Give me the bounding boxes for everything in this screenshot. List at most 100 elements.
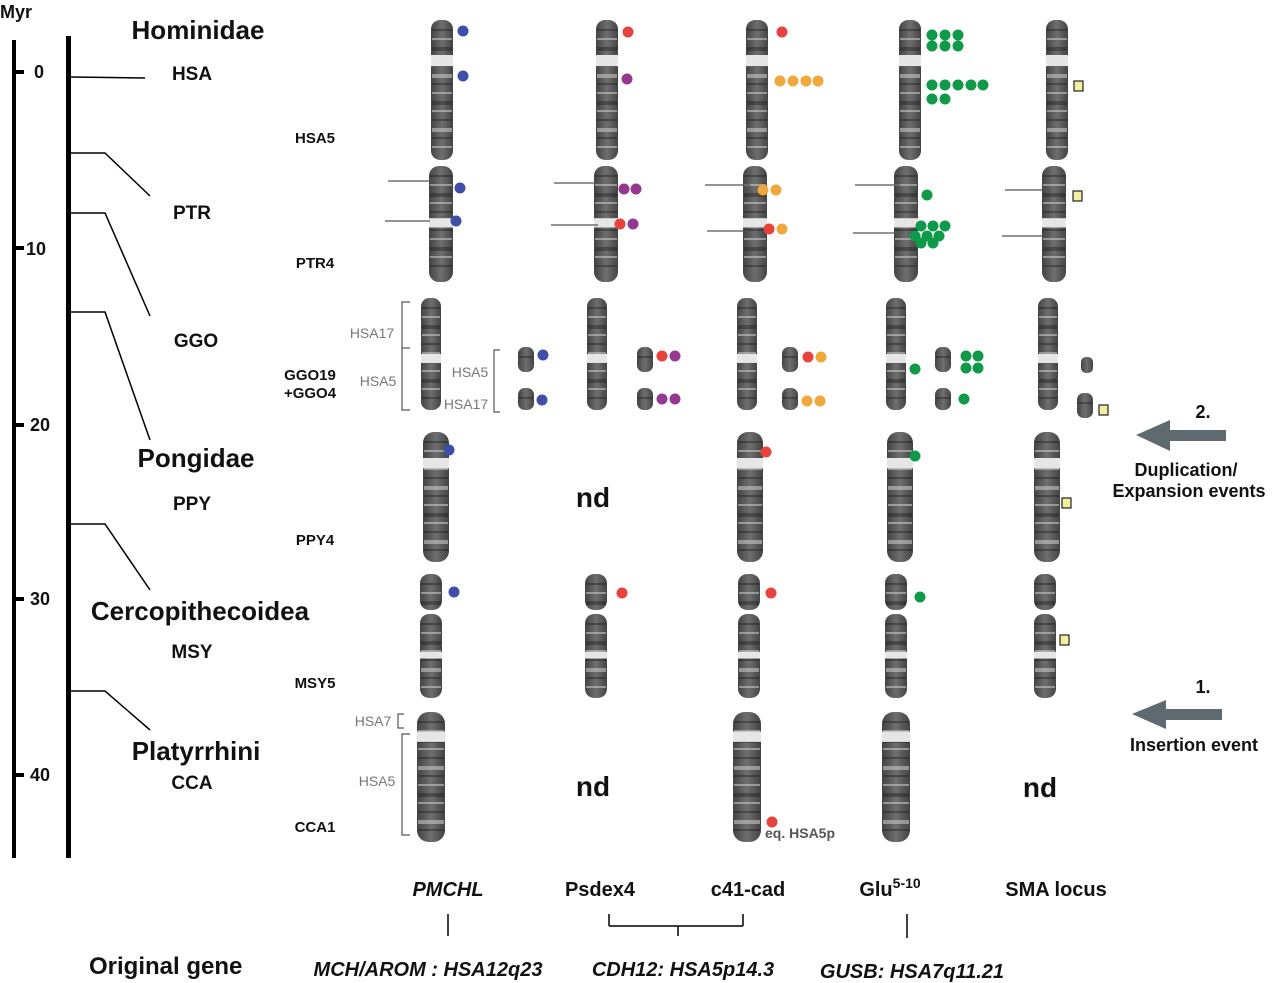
species-label-ggo: GGO bbox=[174, 331, 218, 352]
pmchl-signal bbox=[537, 349, 549, 361]
row-label-hsa5: HSA5 bbox=[295, 130, 335, 147]
psdex4-signal bbox=[616, 587, 628, 599]
chromosome-msy5 bbox=[885, 574, 907, 610]
chromosome-msy5 bbox=[885, 614, 907, 698]
probe-label-glu: Glu5-10 bbox=[859, 875, 921, 901]
glu-signal bbox=[939, 29, 951, 41]
fish-signals bbox=[443, 25, 1109, 828]
glu-signal bbox=[960, 350, 972, 362]
left-arrow-icon bbox=[1136, 420, 1226, 451]
chromosome-msy5 bbox=[420, 574, 442, 610]
row-label-ggo19: GGO19 bbox=[284, 367, 336, 384]
axis-tick bbox=[16, 423, 24, 427]
axis-tick bbox=[16, 773, 24, 777]
axis-tick bbox=[16, 246, 24, 250]
chromosome-ggo-small bbox=[1077, 393, 1093, 418]
original-gene-label: Original gene bbox=[89, 953, 242, 980]
chromosome-ggo19-ggo4 bbox=[587, 298, 607, 410]
bracket-annotations bbox=[397, 301, 500, 836]
glu-signal bbox=[926, 79, 938, 91]
axis-tick-label: 10 bbox=[26, 239, 46, 259]
glu-signal bbox=[915, 237, 927, 249]
tree-branch-platyrrhini bbox=[71, 690, 151, 731]
chromosome-cca1 bbox=[417, 712, 445, 842]
original-gene-3: GUSB: HSA7q11.21 bbox=[820, 961, 1004, 983]
chromosome-msy5 bbox=[1034, 574, 1056, 610]
chromosome-hsa5 bbox=[899, 20, 921, 160]
not-determined-marks: nd nd nd bbox=[576, 482, 1057, 803]
glu-signal bbox=[914, 591, 926, 603]
glu-signal bbox=[952, 29, 964, 41]
glu-signal bbox=[965, 79, 977, 91]
probe-labels: PMCHL Psdex4 c41-cad Glu5-10 SMA locus bbox=[412, 875, 1106, 901]
psdex4-signal bbox=[669, 350, 681, 362]
c41cad-signal bbox=[760, 446, 772, 458]
chromosome-ppy4 bbox=[737, 432, 763, 562]
chromosome-cca1 bbox=[882, 712, 910, 842]
tree-branch-hsa bbox=[70, 76, 146, 79]
chromosome-hsa5 bbox=[596, 20, 618, 160]
glu-signal bbox=[958, 393, 970, 405]
glu-signal bbox=[926, 93, 938, 105]
c41cad-signal bbox=[800, 75, 812, 87]
chromosome-msy5 bbox=[1034, 614, 1056, 698]
glu-signal bbox=[909, 450, 921, 462]
axis-tick bbox=[16, 597, 24, 601]
psdex4-signal bbox=[622, 26, 634, 38]
chromosome-ggo-small bbox=[935, 347, 951, 372]
nd-label: nd bbox=[576, 771, 610, 802]
axis-tick-label: 40 bbox=[30, 765, 50, 785]
psdex4-signal bbox=[656, 393, 668, 405]
event-arrows: 2. Duplication/ Expansion events 1. Inse… bbox=[1112, 402, 1265, 755]
group-label-cercopithecoidea: Cercopithecoidea bbox=[91, 596, 310, 626]
chromosome-ptr4 bbox=[429, 166, 453, 282]
chromosome-hsa5 bbox=[746, 20, 768, 160]
duplication-arrow: 2. Duplication/ Expansion events bbox=[1112, 402, 1265, 501]
tree-trunk bbox=[66, 36, 71, 858]
chromosome-ggo19-ggo4 bbox=[1038, 298, 1058, 410]
sma-signal bbox=[1073, 80, 1084, 92]
pmchl-signal bbox=[450, 215, 462, 227]
chromosome-ptr4 bbox=[894, 166, 918, 282]
c41cad-signal bbox=[766, 816, 778, 828]
glu-signal bbox=[927, 220, 939, 232]
left-arrow-icon bbox=[1132, 700, 1222, 729]
chromosome-hsa5 bbox=[1046, 20, 1068, 160]
c41cad-signal bbox=[770, 184, 782, 196]
bracket-label: HSA17 bbox=[444, 396, 489, 412]
chromosome-msy5 bbox=[585, 574, 607, 610]
c41cad-signal bbox=[814, 395, 826, 407]
event-label: Duplication/ bbox=[1135, 460, 1238, 480]
chromosome-ggo-small bbox=[518, 347, 534, 372]
glu-signal bbox=[915, 220, 927, 232]
glu-signal bbox=[960, 362, 972, 374]
chromosome-hsa5 bbox=[431, 20, 453, 160]
glu-signal bbox=[926, 40, 938, 52]
c41cad-signal bbox=[776, 26, 788, 38]
psdex4-signal bbox=[630, 183, 642, 195]
bracket-label: HSA5 bbox=[360, 373, 397, 389]
glu-signal bbox=[952, 40, 964, 52]
sma-signal bbox=[1072, 190, 1083, 202]
chromosome-ggo-small bbox=[518, 388, 534, 410]
psdex4-signal bbox=[618, 183, 630, 195]
bracket-label: HSA5 bbox=[359, 773, 396, 789]
chromosome-ggo19-ggo4 bbox=[421, 298, 441, 410]
axis-tick bbox=[16, 70, 24, 74]
c41cad-signal bbox=[763, 223, 775, 235]
c41cad-signal bbox=[765, 587, 777, 599]
glu-signal bbox=[972, 350, 984, 362]
species-label-cca: CCA bbox=[171, 773, 212, 794]
pmchl-signal bbox=[457, 25, 469, 37]
probe-label-sma: SMA locus bbox=[1005, 879, 1107, 901]
gene-connectors bbox=[447, 914, 908, 938]
chromosome-ppy4 bbox=[423, 432, 449, 562]
axis-tick-label: 0 bbox=[34, 62, 44, 82]
row-label-ggo4: +GGO4 bbox=[284, 385, 337, 402]
chromosome-msy5 bbox=[585, 614, 607, 698]
group-label-pongidae: Pongidae bbox=[137, 443, 254, 473]
bracket-ggo-small bbox=[493, 349, 500, 413]
chromosome-ptr4 bbox=[594, 166, 618, 282]
phylogenetic-tree bbox=[66, 36, 151, 858]
